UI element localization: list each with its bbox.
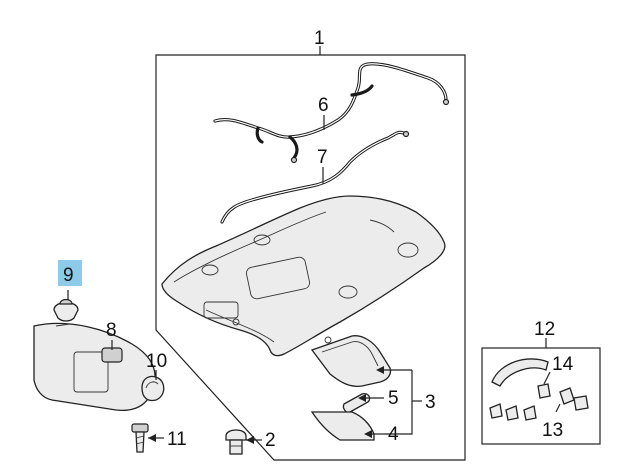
visor-holder-9	[53, 298, 79, 322]
lens	[310, 411, 375, 441]
callout-8: 8	[106, 320, 117, 341]
headliner-assembly-frame	[155, 54, 466, 461]
callout-12: 12	[534, 319, 555, 340]
callout-9-highlight[interactable]	[58, 260, 82, 286]
cap-14	[537, 383, 551, 399]
callout-4: 4	[388, 424, 399, 445]
hook-10	[141, 375, 165, 402]
arrow-icon	[376, 366, 384, 374]
arrow-icon	[246, 436, 254, 444]
clip-2	[225, 429, 247, 455]
callout-5: 5	[388, 388, 399, 409]
wiring-harness-7	[220, 130, 410, 224]
screw-11	[131, 423, 149, 453]
callout-3: 3	[425, 392, 436, 413]
clips-13	[489, 387, 589, 421]
callout-6: 6	[318, 95, 329, 116]
sun-visor	[33, 322, 156, 412]
grab-handle-box	[481, 347, 601, 445]
arrow-icon	[148, 434, 156, 442]
callout-2: 2	[265, 430, 276, 451]
grab-handle	[491, 358, 549, 387]
callout-bracket-3	[384, 370, 413, 435]
callout-leader-13	[555, 403, 561, 413]
callout-11: 11	[167, 429, 187, 450]
wiring-harness-6	[213, 62, 450, 164]
callout-13: 13	[542, 420, 563, 441]
arrow-icon	[358, 394, 366, 402]
arrow-icon	[364, 430, 372, 438]
callout-1: 1	[314, 28, 325, 49]
callout-leader-14	[543, 371, 551, 385]
headliner-panel	[161, 195, 446, 357]
callout-9: 9	[63, 265, 74, 286]
callout-10: 10	[146, 351, 167, 372]
callout-7: 7	[317, 147, 328, 168]
dome-lamp	[310, 335, 392, 388]
callout-14: 14	[552, 354, 574, 375]
